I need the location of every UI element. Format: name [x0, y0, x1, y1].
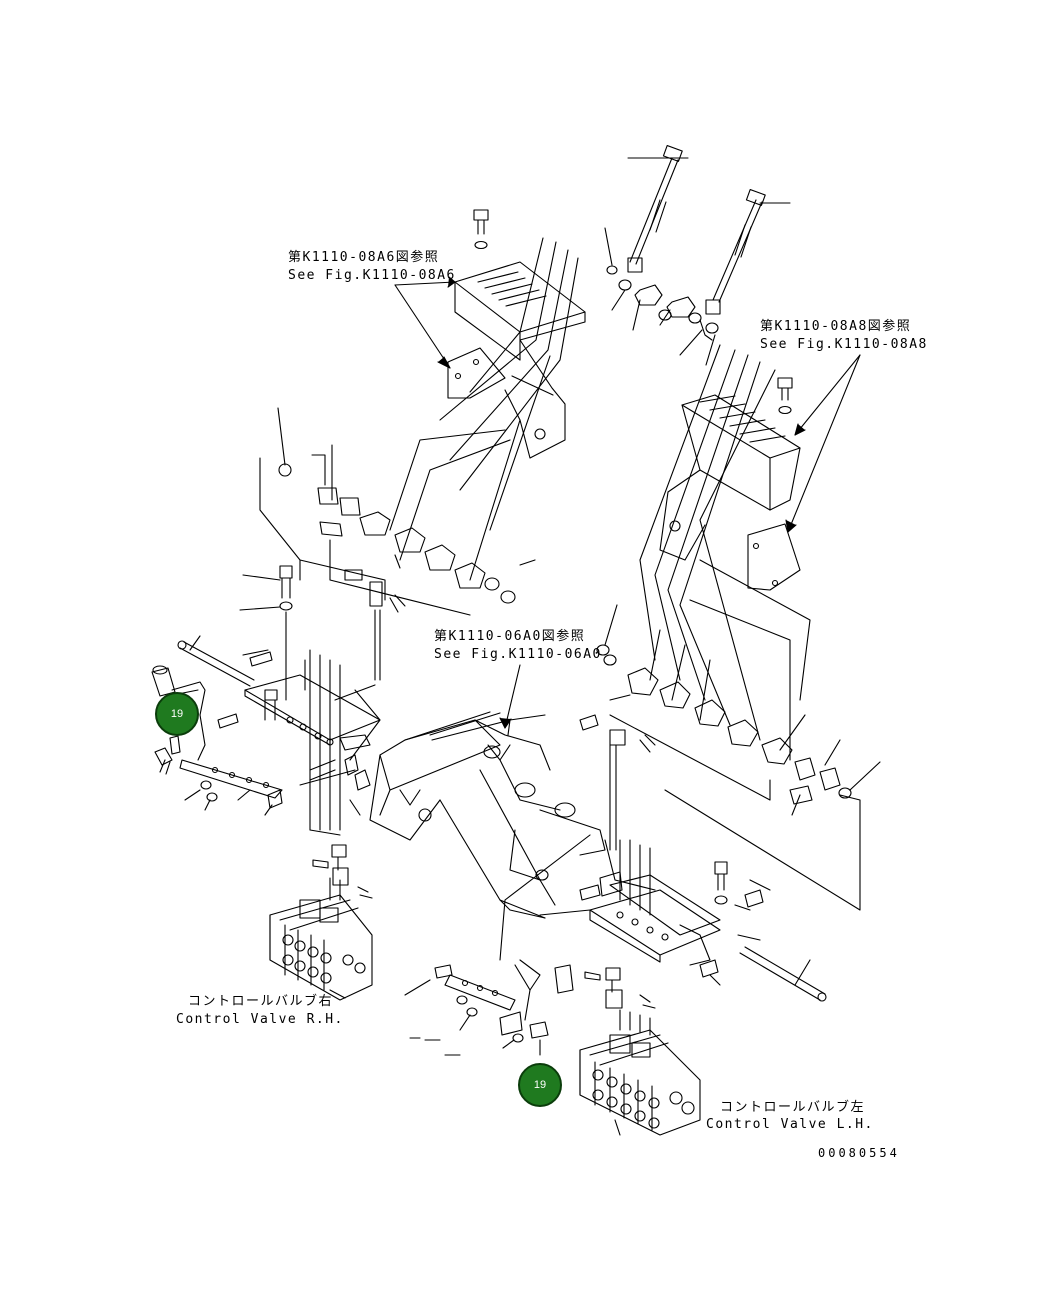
right-bracket-leader-lines [639, 344, 811, 761]
reference-label-center-jp: 第K1110-06A0図参照 [434, 629, 586, 644]
left-pivot-hardware [259, 407, 536, 681]
left-connector-lines [304, 649, 381, 836]
reference-label-center-en: See Fig.K1110-06A0 [434, 647, 602, 662]
right-lever-bracket-assembly [659, 377, 801, 591]
left-bracket-leader-lines [389, 237, 579, 581]
right-lower-assembly [404, 834, 827, 1056]
control-rods-top [627, 145, 791, 315]
part-19-callout-left-side[interactable]: 19 [518, 1063, 562, 1107]
drawing-number: 00080554 [818, 1146, 900, 1160]
reference-arrows [394, 276, 861, 729]
reference-label-top-left-jp: 第K1110-08A6図参照 [288, 250, 440, 265]
part-19-callout-right-side[interactable]: 19 [155, 692, 199, 736]
reference-label-top-left-en: See Fig.K1110-08A6 [288, 268, 456, 283]
reference-label-top-right-jp: 第K1110-08A8図参照 [760, 319, 912, 334]
control-valve-rh-label-jp: コントロールバルブ右 [188, 994, 334, 1009]
control-valve-lh-label-en: Control Valve L.H. [706, 1117, 874, 1132]
right-pivot-hardware [579, 604, 881, 911]
control-valve-rh-label-en: Control Valve R.H. [176, 1012, 344, 1027]
nuts-and-washers-top [604, 227, 719, 366]
control-valve-lh-label-jp: コントロールバルブ左 [720, 1100, 866, 1115]
control-valve-rh-drawing [269, 844, 373, 1001]
center-frame-drawing [369, 711, 606, 919]
reference-label-top-right-en: See Fig.K1110-08A8 [760, 337, 928, 352]
left-lower-assembly [151, 565, 381, 816]
control-valve-lh-drawing [579, 967, 701, 1136]
